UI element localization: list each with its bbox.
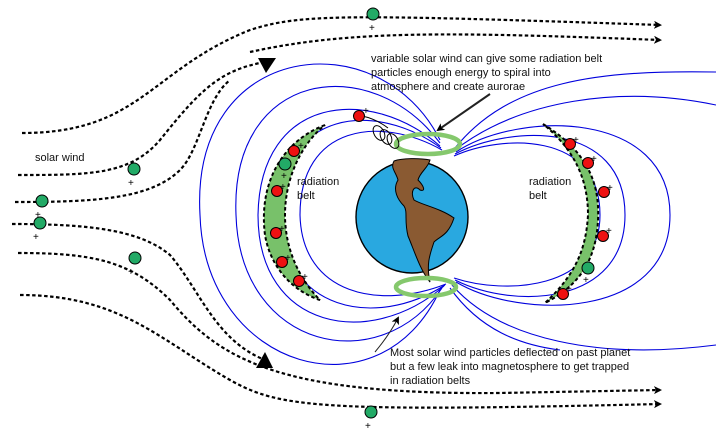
field-line [299, 130, 447, 297]
radiation-belt-right-label-1: radiation [529, 176, 571, 188]
field-lines-left [199, 63, 447, 365]
radiation-belt-left-label-2: belt [297, 190, 315, 202]
field-line [257, 108, 445, 323]
deflect-note-line-1: Most solar wind particles deflected on p… [390, 347, 630, 359]
field-line [453, 142, 601, 287]
solar-wind-streams [11, 16, 662, 409]
flow-arrow-bottom [256, 352, 273, 368]
trapped-particle [564, 138, 576, 150]
aurora-ring-south [393, 275, 459, 299]
charge-plus-sign: + [281, 171, 287, 182]
radiation-belt-right [542, 123, 600, 304]
trapped-particle [270, 227, 282, 239]
solar-wind-proton [128, 251, 142, 265]
charge-plus-sign: + [365, 421, 371, 432]
solar-wind-stream [17, 251, 662, 395]
charge-plus-sign: + [298, 141, 304, 152]
aurora-note-line-3: atmosphere and create aurorae [371, 81, 525, 93]
spiral-particle-path [361, 115, 400, 149]
field-line [455, 125, 671, 306]
earth [355, 158, 469, 283]
charge-plus-sign: + [606, 226, 612, 237]
charge-plus-sign: + [573, 135, 579, 146]
field-line [235, 86, 443, 342]
charge-plus-sign: + [566, 284, 572, 295]
charge-plus-sign: + [128, 267, 134, 278]
field-line [199, 63, 441, 365]
charge-plus-sign: + [369, 23, 375, 34]
solar-wind-proton [35, 194, 49, 208]
trapped-particle [598, 186, 610, 198]
trapped-particle [353, 110, 365, 122]
field-line [454, 135, 626, 298]
radiation-belt-left [262, 124, 326, 301]
solar-wind-label: solar wind [35, 152, 85, 164]
solar-wind-proton [33, 216, 47, 230]
aurora-note-line-1: variable solar wind can give some radiat… [371, 53, 602, 65]
trapped-particle [271, 185, 283, 197]
aurora-ring-north [393, 131, 463, 157]
charge-plus-sign: + [363, 106, 369, 117]
charge-plus-sign: + [33, 232, 39, 243]
solar-wind-stream [249, 33, 662, 54]
solar-wind-proton [278, 157, 292, 171]
field-line [451, 284, 716, 351]
trapped-particle [276, 256, 288, 268]
aurora-pointer-arrow [436, 93, 491, 132]
solar-wind-proton [366, 7, 380, 21]
aurora-note-line-2: particles enough energy to spiral into [371, 67, 551, 79]
deflect-note-line-3: in radiation belts [390, 375, 471, 387]
particles: +++++++++++++++++++ [33, 7, 613, 432]
solar-wind-stream [17, 60, 266, 177]
earth-land [392, 158, 455, 283]
field-lines-right [449, 71, 716, 351]
charge-plus-sign: + [128, 178, 134, 189]
solar-wind-stream [19, 293, 662, 409]
field-line [454, 95, 716, 151]
solar-wind-stream [21, 16, 662, 135]
solar-wind-proton [127, 162, 141, 176]
charge-plus-sign: + [280, 182, 286, 193]
trapped-particle [293, 275, 305, 287]
charge-plus-sign: + [607, 183, 613, 194]
deflect-pointer-arrow [374, 316, 399, 353]
solar-wind-stream [11, 222, 266, 362]
trapped-particle [288, 145, 300, 157]
charge-plus-sign: + [583, 275, 589, 286]
charge-plus-sign: + [35, 210, 41, 221]
trapped-particle [557, 288, 569, 300]
radiation-belt-right-label-2: belt [529, 190, 547, 202]
deflect-note-line-2: but a few leak into magnetosphere to get… [390, 361, 629, 373]
field-line [449, 287, 561, 351]
radiation-belt-left-label-1: radiation [297, 176, 339, 188]
solar-wind-proton [581, 261, 595, 275]
charge-plus-sign: + [591, 154, 597, 165]
flow-arrow-top [258, 58, 276, 73]
trapped-particle [582, 157, 594, 169]
trapped-particle [597, 230, 609, 242]
field-line [454, 71, 716, 149]
solar-wind-stream [14, 79, 231, 204]
charge-plus-sign: + [285, 253, 291, 264]
charge-plus-sign: + [302, 272, 308, 283]
charge-plus-sign: + [279, 224, 285, 235]
solar-wind-proton [364, 405, 378, 419]
